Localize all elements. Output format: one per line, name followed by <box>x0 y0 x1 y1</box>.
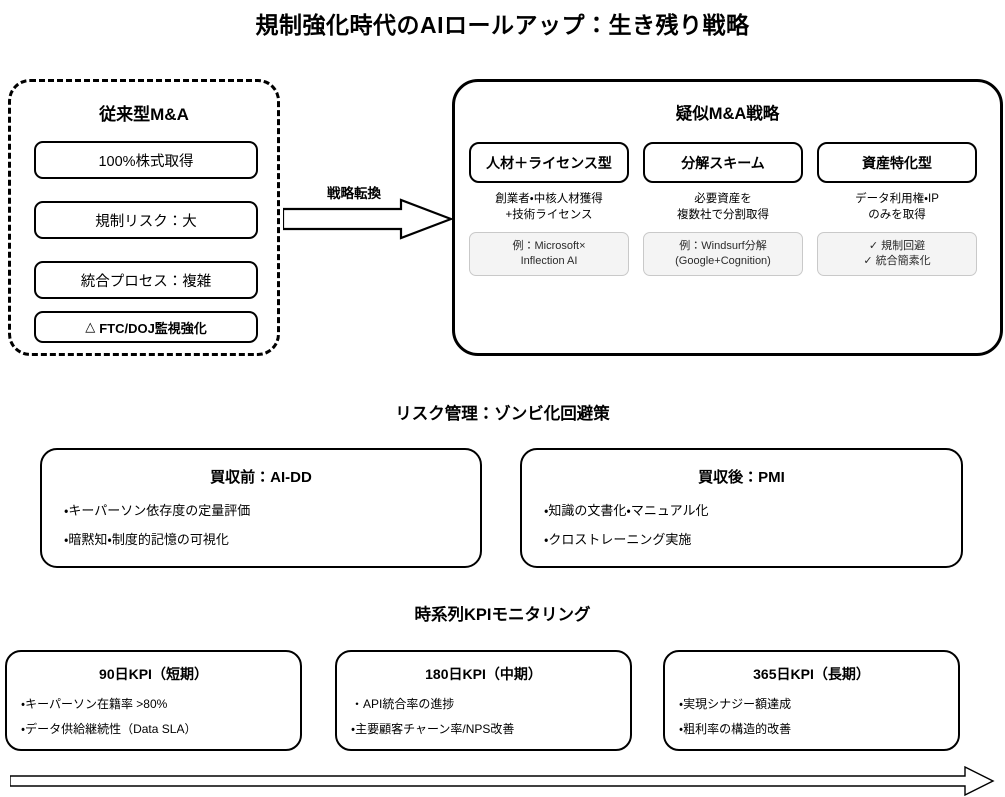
traditional-item-stock-acquisition: 100%株式取得 <box>34 141 258 179</box>
kpi-bullet: ・粗利率の構造的改善 <box>679 722 792 737</box>
kpi-bullet: ・主要顧客チャーン率/NPS改善 <box>351 722 515 737</box>
kpi-card-title: 90日KPI（短期） <box>99 666 208 682</box>
kpi-card-title: 180日KPI（中期） <box>425 666 542 682</box>
quasi-ma-title: 疑似M&A戦略 <box>675 105 780 123</box>
risk-bullet: ・暗黙知・制度的記憶の可視化 <box>64 531 229 547</box>
risk-card-bullets: ・知識の文書化・マニュアル化 ・クロストレーニング実施 <box>522 503 961 547</box>
transition-arrow-label: 戦略転換 <box>327 186 381 201</box>
page-title: 規制強化時代のAIロールアップ：生き残り戦略 <box>255 12 750 38</box>
kpi-card-bullets: ・キーパーソン在籍率 >80% ・データ供給継続性（Data SLA） <box>7 697 300 737</box>
long-right-arrow-icon <box>10 766 995 796</box>
traditional-ma-title: 従来型M&A <box>99 105 189 124</box>
traditional-item-integration-process: 統合プロセス：複雑 <box>34 261 258 299</box>
risk-section-heading: リスク管理：ゾンビ化回避策 <box>395 405 610 423</box>
quasi-column-talent-license: 人材＋ライセンス型 創業者・中核人材獲得 +技術ライセンス 例：Microsof… <box>469 142 629 277</box>
quasi-column-example: 例：Microsoft× Inflection AI <box>469 232 629 277</box>
kpi-section-heading: 時系列KPIモニタリング <box>414 606 591 624</box>
traditional-item-label: 統合プロセス：複雑 <box>80 273 212 290</box>
risk-card-pre-acquisition: 買収前：AI-DD ・キーパーソン依存度の定量評価 ・暗黙知・制度的記憶の可視化 <box>40 448 482 568</box>
warning-triangle-icon: △ <box>85 319 96 334</box>
kpi-bullet: ・キーパーソン在籍率 >80% <box>21 697 168 711</box>
kpi-bullet: ・データ供給継続性（Data SLA） <box>21 722 197 737</box>
kpi-card-title: 365日KPI（長期） <box>753 666 870 682</box>
risk-card-post-acquisition: 買収後：PMI ・知識の文書化・マニュアル化 ・クロストレーニング実施 <box>520 448 963 568</box>
risk-bullet: ・知識の文書化・マニュアル化 <box>544 503 709 518</box>
quasi-column-asset-focused: 資産特化型 データ利用権・IP のみを取得 ✓ 規制回避 ✓ 統合簡素化 <box>817 142 977 277</box>
traditional-item-label: 100%株式取得 <box>98 153 194 170</box>
kpi-card-bullets: ・実現シナジー額達成 ・粗利率の構造的改善 <box>665 697 958 737</box>
quasi-ma-panel: 疑似M&A戦略 人材＋ライセンス型 創業者・中核人材獲得 +技術ライセンス 例：… <box>452 79 1003 356</box>
quasi-column-decomposition-scheme: 分解スキーム 必要資産を 複数社で分割取得 例：Windsurf分解 (Goog… <box>643 142 803 277</box>
quasi-column-benefits: ✓ 規制回避 ✓ 統合簡素化 <box>817 232 977 277</box>
kpi-card-365-day: 365日KPI（長期） ・実現シナジー額達成 ・粗利率の構造的改善 <box>663 650 960 751</box>
quasi-column-desc: 必要資産を 複数社で分割取得 <box>677 193 769 221</box>
risk-bullet: ・クロストレーニング実施 <box>544 531 692 547</box>
kpi-card-90-day: 90日KPI（短期） ・キーパーソン在籍率 >80% ・データ供給継続性（Dat… <box>5 650 302 751</box>
quasi-column-desc: データ利用権・IP のみを取得 <box>855 193 939 221</box>
traditional-item-ftc-doj-oversight: △ FTC/DOJ監視強化 <box>34 311 258 343</box>
traditional-item-label: 規制リスク：大 <box>95 213 197 230</box>
kpi-bullet: ・実現シナジー額達成 <box>679 697 792 711</box>
risk-card-bullets: ・キーパーソン依存度の定量評価 ・暗黙知・制度的記憶の可視化 <box>42 503 480 547</box>
risk-bullet: ・キーパーソン依存度の定量評価 <box>64 503 251 518</box>
quasi-column-example: 例：Windsurf分解 (Google+Cognition) <box>643 232 803 277</box>
traditional-item-label: FTC/DOJ監視強化 <box>99 320 207 336</box>
quasi-column-head: 人材＋ライセンス型 <box>469 142 629 183</box>
quasi-column-head: 資産特化型 <box>817 142 977 183</box>
kpi-bullet: ・API統合率の進捗 <box>351 697 455 711</box>
risk-card-title: 買収後：PMI <box>698 469 785 486</box>
quasi-column-head: 分解スキーム <box>643 142 803 183</box>
kpi-card-180-day: 180日KPI（中期） ・API統合率の進捗 ・主要顧客チャーン率/NPS改善 <box>335 650 632 751</box>
quasi-column-desc: 創業者・中核人材獲得 +技術ライセンス <box>495 193 603 221</box>
traditional-ma-panel: 従来型M&A 100%株式取得 規制リスク：大 統合プロセス：複雑 △ FTC/… <box>8 79 280 356</box>
risk-card-title: 買収前：AI-DD <box>210 469 312 486</box>
traditional-item-regulatory-risk: 規制リスク：大 <box>34 201 258 239</box>
right-block-arrow-icon <box>283 198 453 240</box>
kpi-card-bullets: ・API統合率の進捗 ・主要顧客チャーン率/NPS改善 <box>337 697 630 737</box>
